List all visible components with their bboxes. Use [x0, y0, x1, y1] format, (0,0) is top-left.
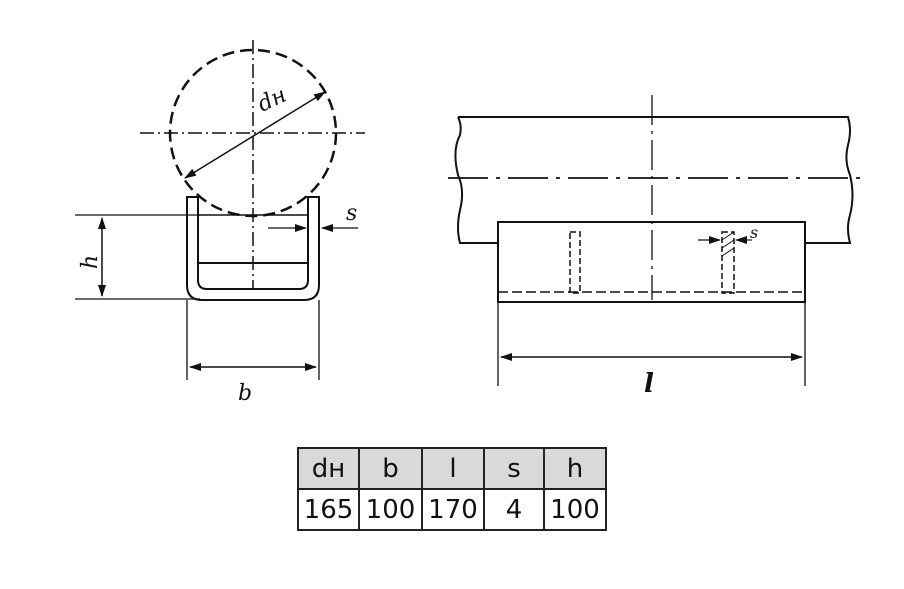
diameter-dimension	[184, 91, 326, 179]
value-cell: 165	[297, 488, 360, 531]
rib-right	[721, 231, 735, 294]
header-cell: l	[421, 447, 485, 490]
header-cell: b	[358, 447, 423, 490]
header-cell: dн	[297, 447, 360, 490]
side-view	[448, 95, 860, 386]
value-cell: 100	[358, 488, 423, 531]
diameter-label: dн	[254, 83, 290, 118]
dimensions-table: dн b l s h 165 100 170 4 100	[297, 447, 607, 531]
value-cell: 100	[543, 488, 607, 531]
pipe-side	[454, 116, 854, 244]
header-cell: h	[543, 447, 607, 490]
table-row: 165 100 170 4 100	[297, 488, 607, 531]
side-thickness-label: s	[750, 223, 758, 242]
height-label: h	[78, 255, 103, 269]
thickness-label: s	[346, 201, 357, 226]
cross-section-view	[75, 40, 365, 380]
rib-left	[569, 231, 581, 294]
header-cell: s	[483, 447, 545, 490]
value-cell: 4	[483, 488, 545, 531]
table-header-row: dн b l s h	[297, 447, 607, 490]
length-label: l	[644, 369, 654, 399]
support-plate	[497, 221, 806, 303]
value-cell: 170	[421, 488, 485, 531]
width-label: b	[238, 381, 252, 406]
